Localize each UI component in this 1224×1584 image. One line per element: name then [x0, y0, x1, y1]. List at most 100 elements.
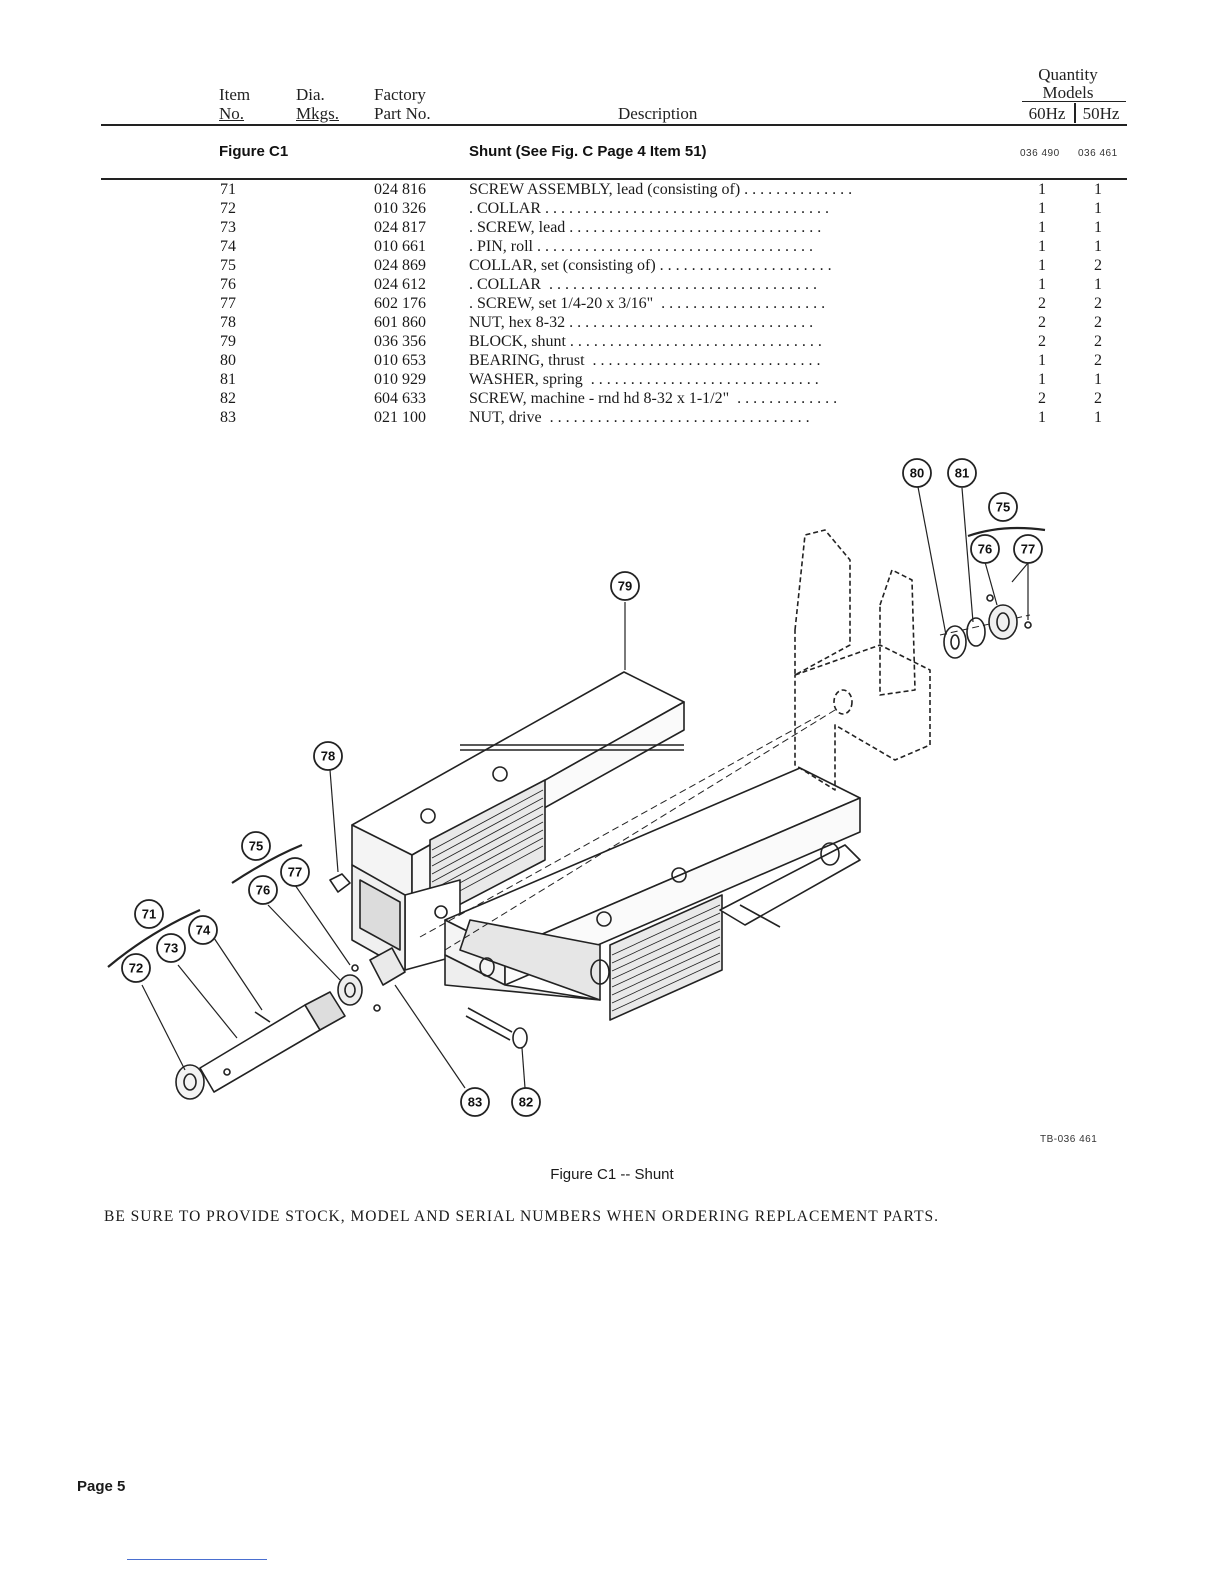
- description: BEARING, thrust . . . . . . . . . . . . …: [469, 352, 821, 369]
- callout-circle: [241, 831, 271, 861]
- table-row: 72 010 326 . COLLAR . . . . . . . . . . …: [0, 199, 1224, 218]
- header-dia-line2: Mkgs.: [296, 104, 339, 123]
- qty-60hz: 1: [1038, 257, 1046, 274]
- callout-83: 83: [468, 1095, 482, 1110]
- spring-washer: [966, 617, 986, 647]
- item-number: 71: [220, 181, 236, 198]
- header-60hz: 60Hz: [1028, 104, 1066, 123]
- machine-screw: [465, 1007, 528, 1049]
- item-number: 82: [220, 390, 236, 407]
- item-number: 79: [220, 333, 236, 350]
- part-number: 010 929: [374, 371, 426, 388]
- item-number: 77: [220, 295, 236, 312]
- description: NUT, hex 8-32 . . . . . . . . . . . . . …: [469, 314, 814, 331]
- qty-50hz: 1: [1094, 181, 1102, 198]
- callout-73: 73: [164, 941, 178, 956]
- figure-caption: Figure C1 -- Shunt: [550, 1166, 674, 1183]
- qty-60hz: 1: [1038, 276, 1046, 293]
- qty-50hz: 1: [1094, 409, 1102, 426]
- callout-76-right: 76: [978, 542, 992, 557]
- callout-circle: [280, 857, 310, 887]
- part-number: 036 356: [374, 333, 426, 350]
- header-factory-line1: Factory: [374, 85, 426, 104]
- callout-circle: [511, 1087, 541, 1117]
- qty-50hz: 2: [1094, 314, 1102, 331]
- qty-60hz: 2: [1038, 333, 1046, 350]
- table-row: 81 010 929 WASHER, spring . . . . . . . …: [0, 370, 1224, 389]
- qty-50hz: 2: [1094, 333, 1102, 350]
- description: NUT, drive . . . . . . . . . . . . . . .…: [469, 409, 810, 426]
- qty-50hz: 2: [1094, 390, 1102, 407]
- header-rule: [101, 124, 1127, 126]
- callout-circle: [134, 899, 164, 929]
- callout-79: 79: [618, 579, 632, 594]
- fork-bracket: [794, 529, 931, 791]
- callout-77-left: 77: [288, 865, 302, 880]
- page-number: Page 5: [77, 1478, 126, 1495]
- part-number: 604 633: [374, 390, 426, 407]
- qty-60hz: 2: [1038, 295, 1046, 312]
- table-row: 73 024 817 . SCREW, lead . . . . . . . .…: [0, 218, 1224, 237]
- callout-71: 71: [142, 907, 156, 922]
- set-collar-right: [988, 604, 1018, 640]
- brace-75-left: [231, 843, 303, 884]
- qty-50hz: 2: [1094, 295, 1102, 312]
- item-number: 78: [220, 314, 236, 331]
- callout-circle: [988, 492, 1018, 522]
- leader-lines: [141, 486, 1029, 1089]
- callout-80: 80: [910, 466, 924, 481]
- header-dia-line1: Dia.: [296, 85, 325, 104]
- description: WASHER, spring . . . . . . . . . . . . .…: [469, 371, 819, 388]
- header-item-line1: Item: [219, 85, 251, 104]
- models-rule: [1022, 101, 1126, 102]
- table-row: 83 021 100 NUT, drive . . . . . . . . . …: [0, 408, 1224, 427]
- callout-circle: [947, 458, 977, 488]
- header-50hz: 50Hz: [1082, 104, 1120, 123]
- callout-81: 81: [955, 466, 969, 481]
- shunt-block-left: [351, 671, 685, 971]
- description: SCREW ASSEMBLY, lead (consisting of) . .…: [469, 181, 853, 198]
- qty-60hz: 1: [1038, 409, 1046, 426]
- callout-circle: [1013, 534, 1043, 564]
- table-row: 75 024 869 COLLAR, set (consisting of) .…: [0, 256, 1224, 275]
- description: BLOCK, shunt . . . . . . . . . . . . . .…: [469, 333, 822, 350]
- part-number: 602 176: [374, 295, 426, 312]
- brace-75-right: [967, 526, 1046, 538]
- footer-rule: [127, 1559, 267, 1560]
- description: . PIN, roll . . . . . . . . . . . . . . …: [469, 238, 813, 255]
- brace-71: [107, 908, 201, 968]
- table-row: 79 036 356 BLOCK, shunt . . . . . . . . …: [0, 332, 1224, 351]
- qty-50hz: 1: [1094, 219, 1102, 236]
- qty-60hz: 1: [1038, 371, 1046, 388]
- callout-circle: [188, 915, 218, 945]
- callout-circle: [970, 534, 1000, 564]
- thrust-bearing: [943, 625, 967, 659]
- table-row: 77 602 176 . SCREW, set 1/4-20 x 3/16" .…: [0, 294, 1224, 313]
- item-number: 80: [220, 352, 236, 369]
- hex-nut: [329, 873, 351, 893]
- item-number: 72: [220, 200, 236, 217]
- qty-50hz: 2: [1094, 352, 1102, 369]
- qty-60hz: 1: [1038, 200, 1046, 217]
- callout-markers: [121, 458, 1043, 1117]
- table-row: 80 010 653 BEARING, thrust . . . . . . .…: [0, 351, 1224, 370]
- header-item-line2: No.: [219, 104, 245, 123]
- description: SCREW, machine - rnd hd 8-32 x 1-1/2" . …: [469, 390, 838, 407]
- callout-circle: [313, 741, 343, 771]
- table-row: 78 601 860 NUT, hex 8-32 . . . . . . . .…: [0, 313, 1224, 332]
- description: . SCREW, set 1/4-20 x 3/16" . . . . . . …: [469, 295, 826, 312]
- qty-50hz: 1: [1094, 238, 1102, 255]
- drawing-id: TB-036 461: [1040, 1134, 1098, 1145]
- item-number: 81: [220, 371, 236, 388]
- qty-60hz: 2: [1038, 314, 1046, 331]
- header-quantity: Quantity: [1038, 65, 1098, 84]
- item-number: 75: [220, 257, 236, 274]
- item-number: 76: [220, 276, 236, 293]
- ordering-notice: BE SURE TO PROVIDE STOCK, MODEL AND SERI…: [104, 1208, 940, 1225]
- qty-50hz: 1: [1094, 200, 1102, 217]
- part-number: 024 816: [374, 181, 426, 198]
- callout-circle: [460, 1087, 490, 1117]
- qty-60hz: 1: [1038, 219, 1046, 236]
- part-number: 010 653: [374, 352, 426, 369]
